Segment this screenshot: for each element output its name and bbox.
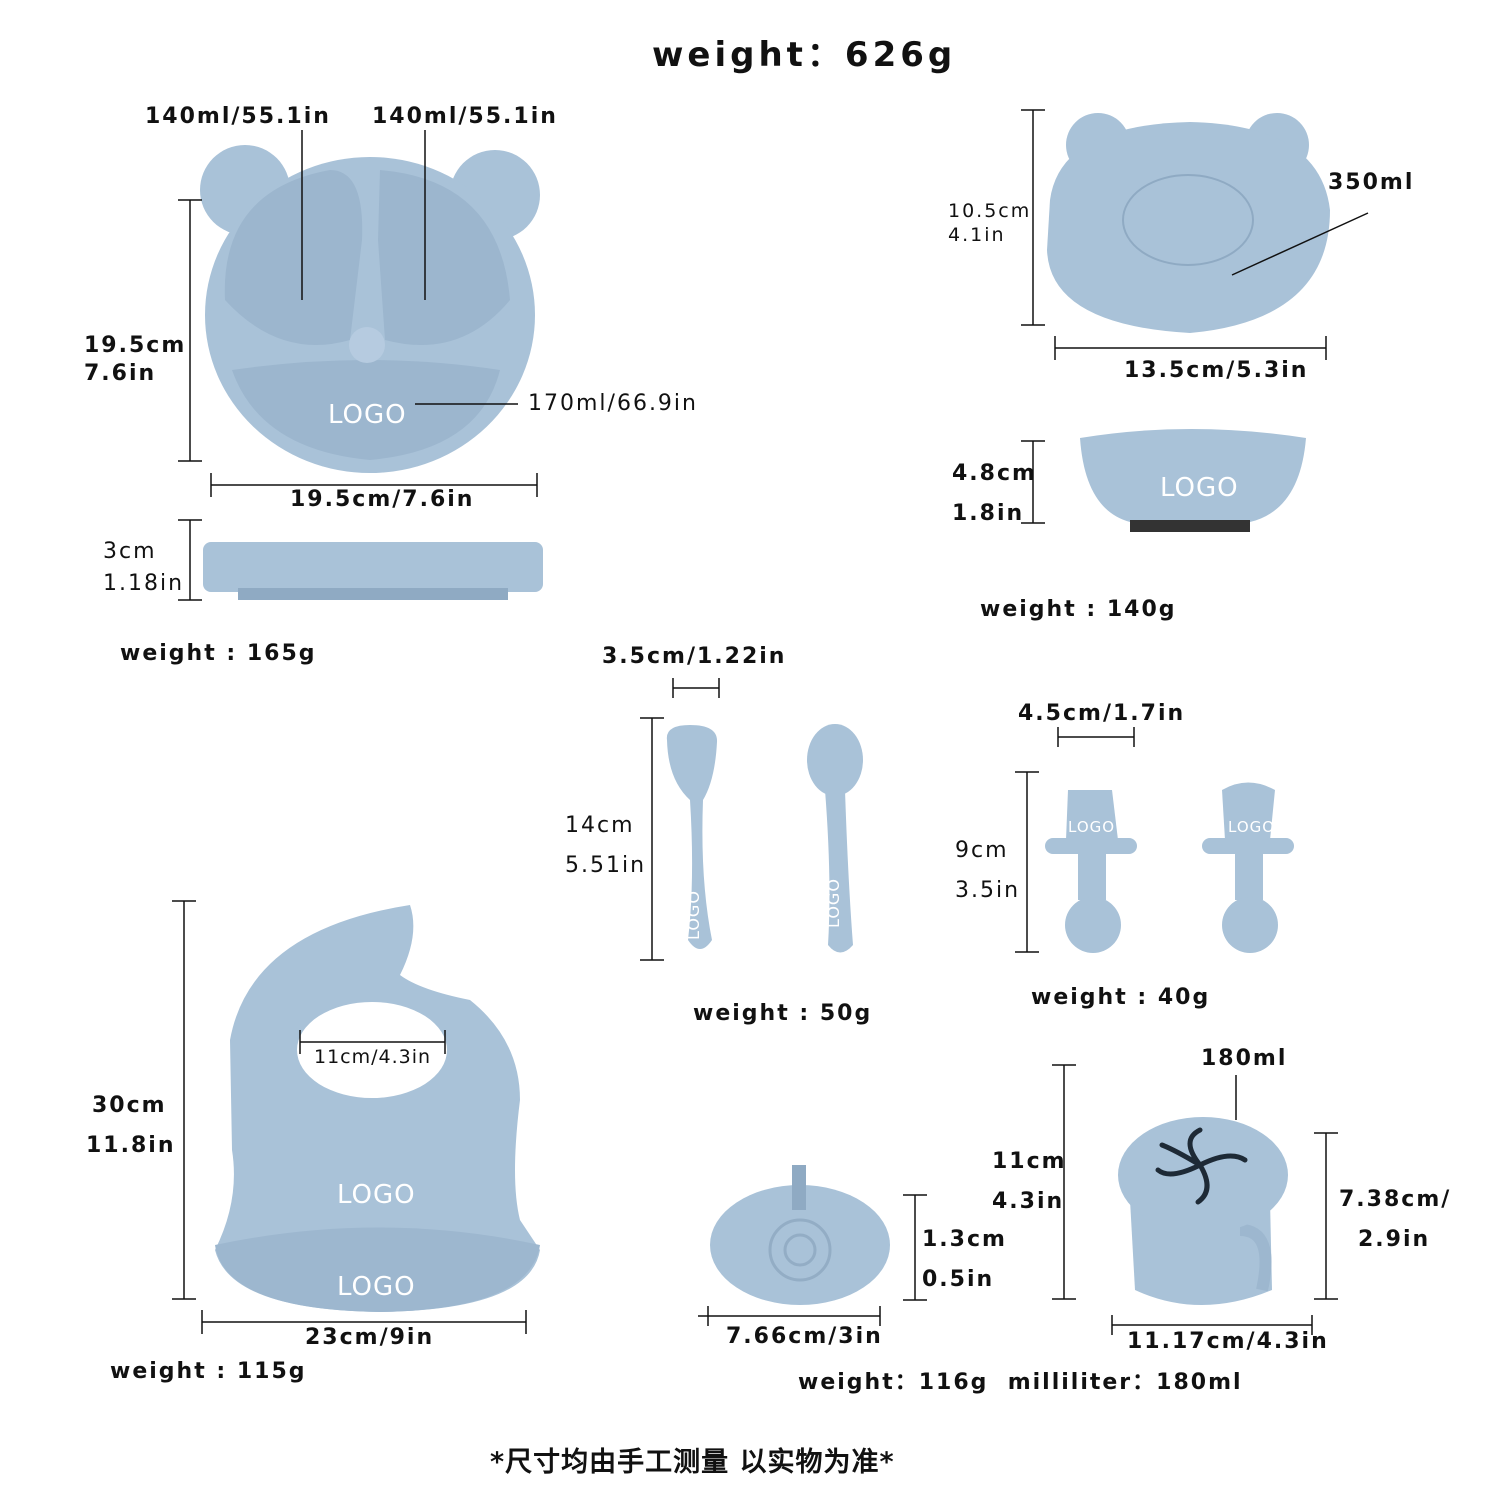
cutlery-width: 3.5cm/1.22in bbox=[602, 644, 787, 669]
bowl-weight: weight : 140g bbox=[980, 597, 1177, 622]
bowl-side-height-cm: 4.8cm bbox=[952, 461, 1037, 486]
straw-lid bbox=[710, 1165, 890, 1305]
short-cutlery-length-cm: 9cm bbox=[955, 838, 1009, 863]
plate-height-in: 7.6in bbox=[84, 361, 157, 386]
plate-weight: weight : 165g bbox=[120, 641, 317, 666]
short-cutlery-length-in: 3.5in bbox=[955, 878, 1021, 903]
bib-logo: LOGO bbox=[337, 1180, 416, 1210]
short-spoon-logo: LOGO bbox=[1228, 818, 1276, 836]
bowl-width: 13.5cm/5.3in bbox=[1124, 358, 1309, 383]
bear-plate bbox=[200, 145, 540, 473]
cutlery-length-in: 5.51in bbox=[565, 853, 647, 878]
cup-height-cm: 7.38cm/ bbox=[1339, 1187, 1452, 1212]
plate-side-view bbox=[203, 542, 543, 600]
long-spoon bbox=[807, 724, 863, 953]
plate-left-capacity: 140ml/55.1in bbox=[145, 104, 331, 129]
footnote: *尺寸均由手工测量 以实物为准* bbox=[490, 1447, 895, 1478]
plate-bottom-capacity: 170ml/66.9in bbox=[528, 391, 698, 416]
fork-logo: LOGO bbox=[684, 890, 703, 940]
bowl-side-height-in: 1.8in bbox=[952, 501, 1025, 526]
cup-total-height-in: 4.3in bbox=[992, 1189, 1065, 1214]
lid-height-cm: 1.3cm bbox=[922, 1227, 1007, 1252]
bowl-capacity: 350ml bbox=[1328, 170, 1415, 195]
bib-pocket-logo: LOGO bbox=[337, 1272, 416, 1302]
bowl-side-view bbox=[1080, 429, 1306, 532]
cup-total-height-cm: 11cm bbox=[992, 1149, 1067, 1174]
short-fork-logo: LOGO bbox=[1068, 818, 1116, 836]
cutlery-weight: weight : 50g bbox=[693, 1001, 873, 1026]
short-fork bbox=[1045, 790, 1137, 953]
bib-height-cm: 30cm bbox=[92, 1093, 167, 1118]
plate-depth-in: 1.18in bbox=[103, 571, 185, 596]
snack-cup bbox=[1118, 1117, 1288, 1305]
plate-width: 19.5cm/7.6in bbox=[290, 487, 475, 512]
cutlery-length-cm: 14cm bbox=[565, 813, 635, 838]
plate-depth-cm: 3cm bbox=[103, 539, 157, 564]
bear-bowl bbox=[1047, 113, 1330, 333]
bowl-logo: LOGO bbox=[1160, 473, 1239, 503]
dimension-lines bbox=[172, 109, 1369, 1335]
plate-right-capacity: 140ml/55.1in bbox=[372, 104, 558, 129]
bib-weight: weight : 115g bbox=[110, 1359, 307, 1384]
short-cutlery-weight: weight : 40g bbox=[1031, 985, 1211, 1010]
short-cutlery-width: 4.5cm/1.7in bbox=[1018, 701, 1186, 726]
spoon-logo: LOGO bbox=[824, 878, 843, 928]
short-spoon bbox=[1202, 782, 1294, 953]
total-weight-title: weight：626g bbox=[652, 35, 957, 75]
plate-logo: LOGO bbox=[328, 400, 407, 430]
cup-capacity: 180ml bbox=[1201, 1046, 1288, 1071]
lid-height-in: 0.5in bbox=[922, 1267, 995, 1292]
lid-width: 7.66cm/3in bbox=[726, 1324, 883, 1349]
bowl-height-cm: 10.5cm bbox=[948, 200, 1032, 222]
plate-height-cm: 19.5cm bbox=[84, 333, 187, 358]
cup-height-in: 2.9in bbox=[1358, 1227, 1431, 1252]
bib bbox=[215, 905, 540, 1312]
bib-neck: 11cm/4.3in bbox=[314, 1046, 432, 1068]
long-fork bbox=[666, 725, 718, 949]
cup-weight: weight：116g milliliter：180ml bbox=[798, 1370, 1243, 1395]
cup-width: 11.17cm/4.3in bbox=[1127, 1329, 1329, 1354]
bowl-height-in: 4.1in bbox=[948, 224, 1006, 246]
bib-width: 23cm/9in bbox=[305, 1325, 435, 1350]
bib-height-in: 11.8in bbox=[86, 1133, 176, 1158]
